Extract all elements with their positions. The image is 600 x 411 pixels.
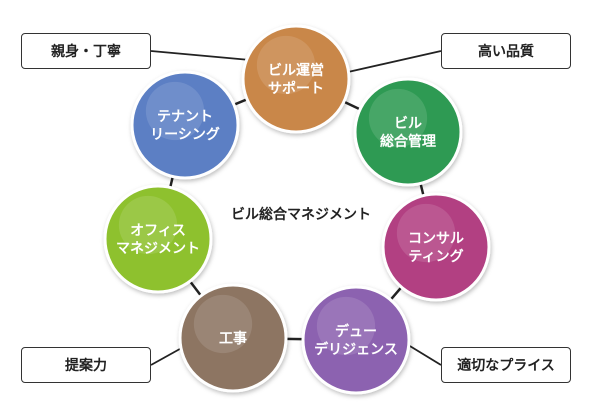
cycle-node-highlight	[118, 195, 178, 255]
cycle-node-label: リーシング	[150, 126, 220, 143]
value-label-proposal: 提案力	[65, 358, 107, 374]
value-box-price: 適切なプライス	[441, 347, 571, 383]
cycle-node-highlight	[396, 203, 456, 263]
value-label-sincere: 親身・丁寧	[51, 44, 121, 60]
cycle-node-label: デュー	[335, 323, 377, 340]
cycle-node-label: マネジメント	[116, 241, 200, 257]
cycle-node-highlight	[368, 88, 428, 148]
cycle-nodes: ビル運営サポートビル総合管理コンサルティングデューデリジェンス工事オフィスマネジ…	[103, 24, 491, 395]
cycle-node-label: ビル運営	[268, 62, 324, 79]
cycle-node-highlight	[193, 294, 253, 354]
cycle-node-label: ビル	[394, 116, 422, 132]
cycle-node-circle	[301, 285, 411, 395]
cycle-node-circle	[130, 70, 240, 180]
cycle-node-circle	[353, 77, 463, 187]
value-label-quality: 高い品質	[478, 44, 534, 60]
value-label-price: 適切なプライス	[457, 358, 555, 374]
cycle-node-label: オフィス	[130, 223, 186, 239]
cycle-node-construction: 工事	[178, 283, 288, 393]
cycle-node-label: ティング	[408, 248, 463, 265]
cycle-node-highlight	[256, 35, 316, 95]
cycle-node-circle	[241, 24, 351, 134]
cycle-node-highlight	[316, 296, 376, 356]
cycle-node-highlight	[145, 81, 205, 141]
value-box-quality: 高い品質	[441, 33, 571, 69]
cycle-node-circle	[178, 283, 288, 393]
cycle-node-label: テナント	[157, 109, 213, 125]
cycle-node-circle	[103, 184, 213, 294]
value-box-sincere: 親身・丁寧	[21, 33, 151, 69]
cycle-node-label: デリジェンス	[314, 341, 398, 358]
center-title: ビル総合マネジメント	[231, 207, 371, 223]
cycle-node-label: 工事	[219, 330, 247, 347]
cycle-node-circle	[381, 192, 491, 302]
cycle-node-label: サポート	[268, 80, 324, 97]
corner-connector-line	[150, 50, 251, 61]
cycle-node-label: 総合管理	[380, 133, 436, 150]
value-box-proposal: 提案力	[21, 347, 151, 383]
cycle-node-label: コンサル	[408, 231, 464, 247]
corner-connector-line	[347, 50, 442, 73]
